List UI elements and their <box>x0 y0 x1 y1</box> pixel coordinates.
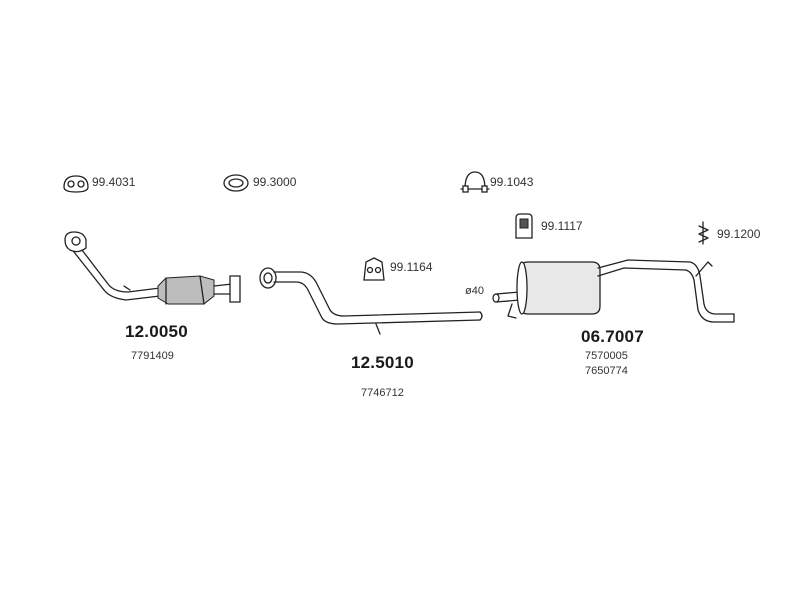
front-pipe-catalyst <box>64 231 241 305</box>
rear-silencer <box>492 259 735 323</box>
accessory-code: 99.1164 <box>390 260 433 274</box>
accessory-code: 99.1200 <box>717 227 761 241</box>
oem-number: 7650774 <box>585 365 628 377</box>
part-number: 12.5010 <box>351 353 414 372</box>
diameter-label: ø40 <box>465 285 484 297</box>
accessory-code: 99.1117 <box>541 219 583 233</box>
part-number: 06.7007 <box>581 327 644 346</box>
accessory-code: 99.1043 <box>490 175 534 189</box>
accessory-code: 99.3000 <box>253 175 297 189</box>
mount-icon <box>515 213 533 239</box>
rubber-hanger-icon <box>363 257 385 281</box>
oem-number: 7570005 <box>585 350 628 362</box>
intermediate-pipe <box>259 267 483 335</box>
oem-number: 7791409 <box>131 350 174 362</box>
clamp-icon <box>460 171 490 193</box>
part-number: 12.0050 <box>125 322 188 341</box>
accessory-code: 99.4031 <box>92 175 136 189</box>
gasket-icon <box>63 175 89 193</box>
ring-icon <box>223 174 249 192</box>
oem-number: 7746712 <box>361 387 404 399</box>
hanger-spring-icon <box>698 221 709 245</box>
